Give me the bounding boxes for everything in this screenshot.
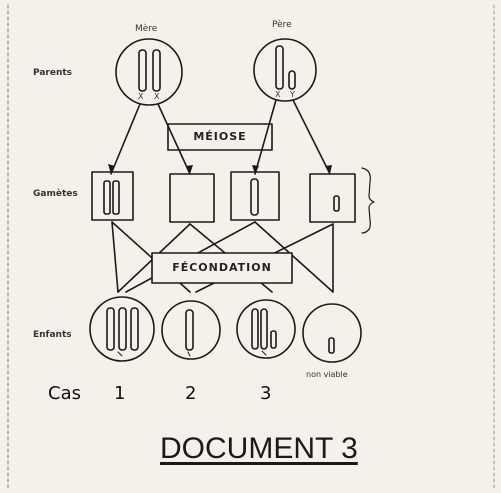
fertilization-label: FÉCONDATION	[152, 261, 292, 274]
child-3-chromosome-b	[261, 309, 267, 349]
child-3-chromosome-y	[271, 331, 276, 348]
meiosis-label: MÉIOSE	[168, 130, 272, 143]
mother-chromosome-x1	[139, 50, 146, 91]
mother-chromosome-label-right: X	[154, 92, 159, 101]
child-1-chromosome-b	[119, 308, 126, 350]
father-chromosome-label-right: Y	[290, 90, 295, 99]
gamete-box-2	[170, 174, 214, 222]
mother-chromosome-x2	[153, 50, 160, 91]
gamete-4-chromosome	[334, 196, 339, 211]
mother-label: Mère	[135, 24, 157, 34]
father-chromosome-label-left: X	[275, 90, 280, 99]
child-3-chromosome-a	[252, 309, 258, 349]
document-title: DOCUMENT 3	[160, 432, 358, 466]
gametes-brace	[362, 168, 374, 233]
case-number-1: 1	[114, 383, 125, 404]
case-number-3: 3	[260, 383, 271, 404]
meiosis-arrow-4	[293, 100, 330, 174]
gamete-1-chromosome-a	[104, 181, 110, 214]
gamete-1-chromosome-b	[113, 181, 119, 214]
father-cell	[254, 39, 316, 101]
gametes-row-label: Gamètes	[33, 189, 78, 199]
non-viable-label: non viable	[306, 370, 348, 379]
gamete-box-4	[310, 174, 355, 222]
mother-chromosome-label-left: X	[138, 92, 143, 101]
mother-cell	[116, 39, 182, 105]
meiosis-arrow-1	[111, 104, 140, 174]
father-label: Père	[272, 20, 292, 30]
cases-word: Cas	[48, 383, 81, 404]
gamete-3-chromosome	[251, 179, 258, 215]
arrowhead	[186, 165, 193, 174]
fert-line-1	[112, 222, 118, 292]
father-chromosome-y	[289, 71, 295, 89]
child-cell-1	[90, 297, 154, 361]
child-1-chromosome-c	[131, 308, 138, 350]
parents-row-label: Parents	[33, 68, 72, 78]
child-4-chromosome	[329, 338, 334, 353]
father-chromosome-x	[276, 46, 283, 89]
child-2-chromosome	[186, 310, 193, 350]
case-number-2: 2	[185, 383, 196, 404]
children-row-label: Enfants	[33, 330, 72, 340]
child-1-chromosome-a	[107, 308, 114, 350]
